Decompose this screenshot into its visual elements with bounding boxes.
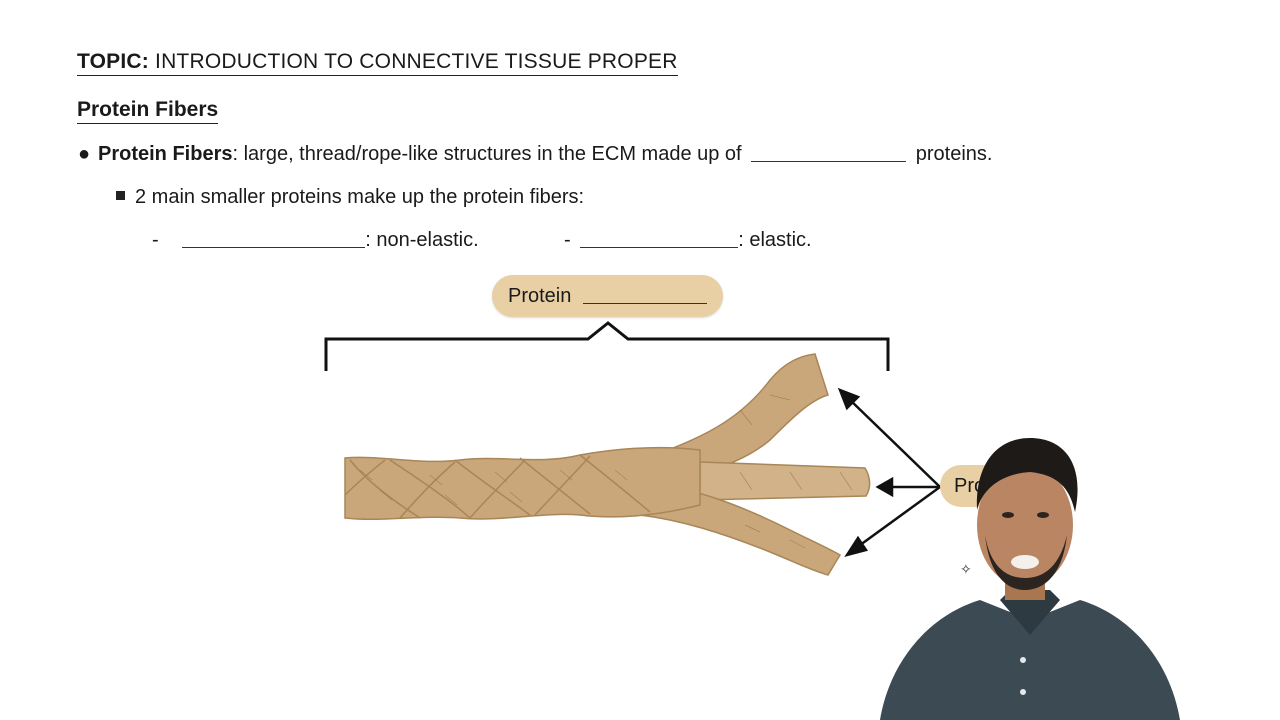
rope-twists <box>344 454 651 519</box>
topic-header: TOPIC: INTRODUCTION TO CONNECTIVE TISSUE… <box>77 50 678 76</box>
bullet-smaller-proteins: 2 main smaller proteins make up the prot… <box>116 186 584 209</box>
protein-label-top: Protein <box>492 275 723 317</box>
rope-strand-middle <box>699 461 871 501</box>
fill-blank <box>582 285 707 304</box>
bullet-text-after: proteins. <box>915 143 993 165</box>
sub-item-suffix: : elastic. <box>738 229 812 251</box>
bullet-protein-fibers: ● Protein Fibers: large, thread/rope-like… <box>78 143 992 166</box>
rope-main <box>344 446 701 520</box>
dash: - <box>152 229 159 251</box>
presenter-video <box>880 438 1180 720</box>
fill-blank <box>182 229 366 248</box>
bullet-dot: ● <box>78 143 91 165</box>
protein-label-side-text: Pro <box>954 475 986 497</box>
topic-title: INTRODUCTION TO CONNECTIVE TISSUE PROPER <box>155 50 678 73</box>
square-bullet <box>116 191 125 200</box>
presenter-face <box>977 463 1073 587</box>
topic-prefix: TOPIC: <box>77 50 149 73</box>
bullet-text-before: : large, thread/rope-like structures in … <box>232 143 742 165</box>
fill-blank <box>751 143 907 162</box>
sparkle-icon: ✧ <box>960 561 972 577</box>
rope-texture <box>359 394 853 549</box>
presenter-hair <box>976 438 1078 512</box>
section-heading: Protein Fibers <box>77 98 219 124</box>
protein-label-text: Protein <box>508 285 572 307</box>
arrows <box>837 387 941 558</box>
bullet-term: Protein Fibers <box>98 143 233 165</box>
sub-item-elastic: - : elastic. <box>564 229 812 252</box>
presenter-shirt <box>880 600 1180 720</box>
dash: - <box>564 229 571 251</box>
sub-item-suffix: : non-elastic. <box>365 229 479 251</box>
bracket <box>324 321 890 371</box>
fill-blank <box>580 229 739 248</box>
sub-item-non-elastic: - : non-elastic. <box>152 229 479 252</box>
bullet2-text: 2 main smaller proteins make up the prot… <box>135 186 585 208</box>
